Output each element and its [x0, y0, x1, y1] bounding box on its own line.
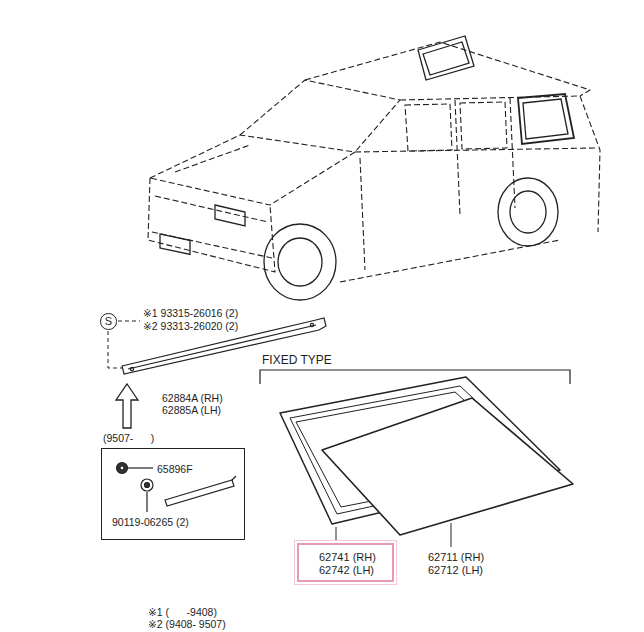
inset-box: (9507- )65896F90119-06265 (2)	[101, 448, 245, 540]
part-number: ※1 93315-26016 (2)	[143, 308, 238, 320]
pointer-arrow	[116, 384, 138, 428]
part-number: 62885A (LH)	[162, 405, 221, 417]
symbol-circle: S	[100, 313, 117, 330]
vehicle-outline	[148, 42, 600, 282]
window-parts	[280, 377, 573, 535]
group-bracket	[260, 370, 570, 384]
part-number: 62884A (RH)	[162, 393, 223, 405]
part-number: 90119-06265 (2)	[112, 516, 189, 528]
part-number: (9507- )	[103, 432, 154, 444]
symbol-letter: S	[105, 315, 112, 328]
part-number: 62741 (RH)	[319, 551, 374, 564]
part-number: 62742 (LH)	[319, 564, 374, 577]
inset-parts	[117, 463, 237, 513]
group-heading: FIXED TYPE	[262, 354, 332, 367]
part-number: ※2 93313-26020 (2)	[143, 321, 238, 333]
part-number: 62712 (LH)	[428, 564, 483, 576]
part-number: ※1 ( -9408)	[148, 607, 217, 619]
part-number: ※2 (9408- 9507)	[148, 619, 226, 631]
vehicle-details	[160, 36, 574, 300]
part-number: 62711 (RH)	[428, 551, 484, 563]
part-number: 65896F	[157, 463, 193, 475]
highlight-box: 62741 (RH)62742 (LH)	[297, 543, 394, 582]
